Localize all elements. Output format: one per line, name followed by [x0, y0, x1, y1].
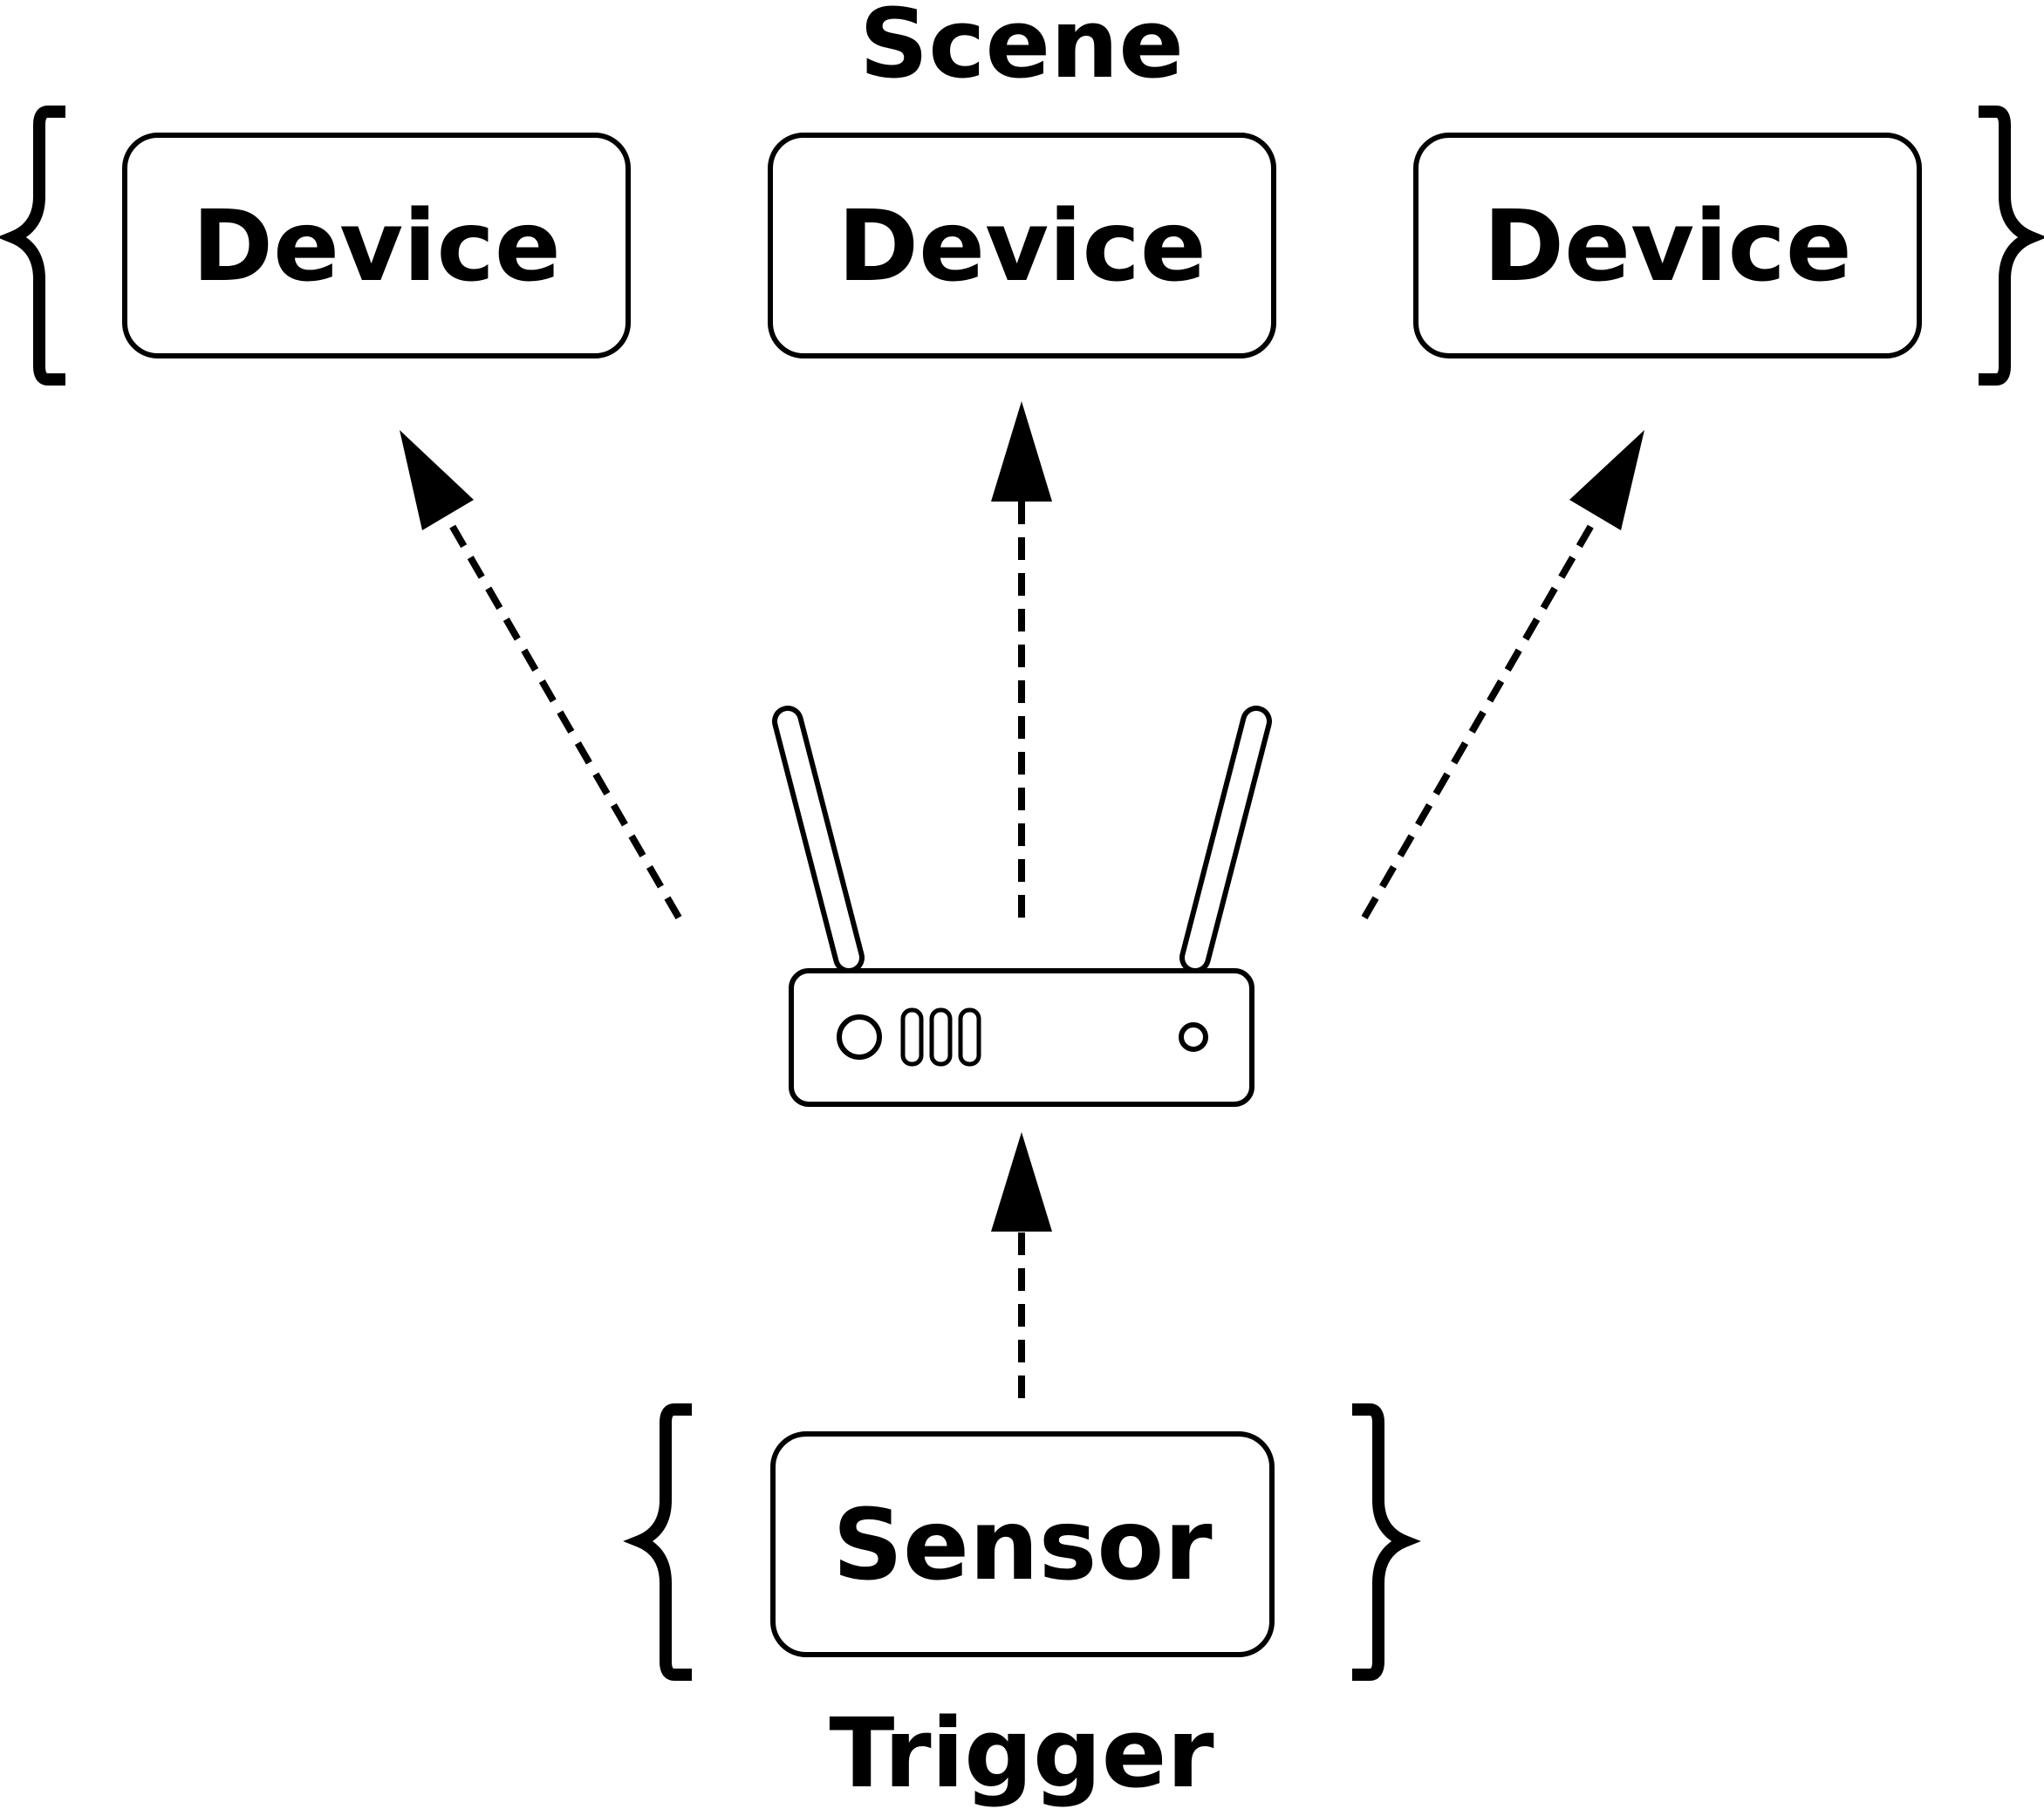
- device-label-3: Device: [1483, 190, 1852, 304]
- scene-label: Scene: [859, 0, 1184, 99]
- sensor-box: [770, 1431, 1275, 1657]
- arrow-sensor-to-hub: [991, 1132, 1052, 1398]
- router-body: [789, 968, 1254, 1107]
- router-port-2-icon: [929, 1007, 953, 1067]
- sensor-label: Sensor: [832, 1489, 1213, 1602]
- router-port-3-icon: [958, 1007, 981, 1067]
- trigger-left-brace: [623, 1403, 692, 1681]
- router-status-light-icon: [1179, 1022, 1208, 1052]
- router-power-light-icon: [837, 1014, 882, 1060]
- scene-right-brace: [1979, 106, 2044, 386]
- arrow-to-device-3: [1361, 430, 1644, 920]
- scene-left-brace: [0, 106, 65, 386]
- device-box-1: [122, 133, 631, 358]
- trigger-right-brace: [1352, 1403, 1421, 1681]
- router-port-1-icon: [900, 1007, 924, 1067]
- trigger-label: Trigger: [829, 1697, 1214, 1809]
- router-right-antenna-icon: [1179, 706, 1272, 973]
- arrow-to-device-2: [991, 401, 1052, 918]
- router-icon: [772, 706, 1272, 1107]
- device-label-2: Device: [837, 190, 1207, 304]
- device-label-1: Device: [192, 190, 561, 304]
- device-box-3: [1413, 133, 1922, 358]
- arrow-to-device-1: [400, 430, 682, 920]
- router-left-antenna-icon: [772, 706, 865, 973]
- device-box-2: [768, 133, 1276, 358]
